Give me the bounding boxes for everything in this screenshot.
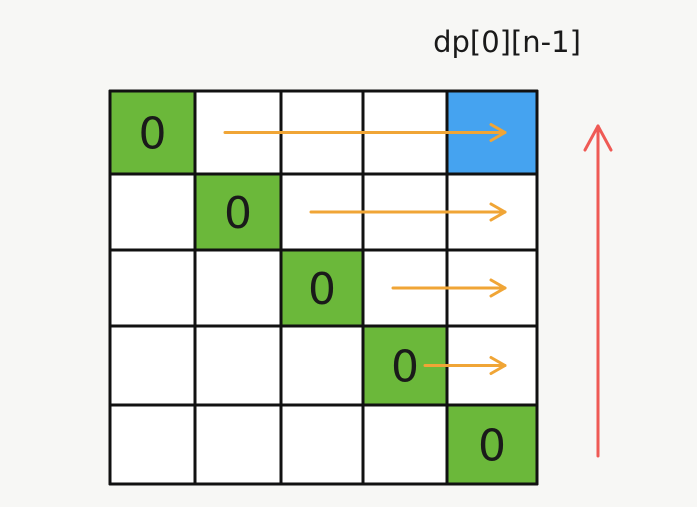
cell-r1-c0 xyxy=(110,174,195,250)
cell-r4-c2 xyxy=(281,405,363,484)
row-arrow-0 xyxy=(223,123,507,142)
cell-value-r4-c4: 0 xyxy=(478,421,506,472)
row-arrow-3 xyxy=(423,356,507,375)
row-arrows xyxy=(223,123,507,375)
dp-grid-lines xyxy=(108,89,539,486)
cell-r2-c0 xyxy=(110,250,195,326)
cell-r4-c0 xyxy=(110,405,195,484)
row-arrow-2 xyxy=(391,278,507,298)
cell-r3-c1 xyxy=(195,326,281,405)
cell-r4-c1 xyxy=(195,405,281,484)
cell-r0-c0 xyxy=(110,91,195,174)
cell-r2-c2 xyxy=(281,250,363,326)
cell-r1-c1 xyxy=(195,174,281,250)
cell-r2-c1 xyxy=(195,250,281,326)
cell-r4-c4 xyxy=(447,405,537,484)
cell-value-r1-c1: 0 xyxy=(224,188,252,239)
cell-r4-c3 xyxy=(363,405,447,484)
upward-arrow-head xyxy=(583,124,613,152)
row-arrow-1 xyxy=(309,202,507,222)
cell-r3-c0 xyxy=(110,326,195,405)
cell-value-r0-c0: 0 xyxy=(139,109,167,160)
cell-value-r2-c2: 0 xyxy=(308,264,336,315)
upward-arrow xyxy=(583,124,613,458)
cell-r3-c2 xyxy=(281,326,363,405)
target-cell-caption: dp[0][n-1] xyxy=(433,25,581,59)
cell-value-r3-c3: 0 xyxy=(391,342,419,393)
